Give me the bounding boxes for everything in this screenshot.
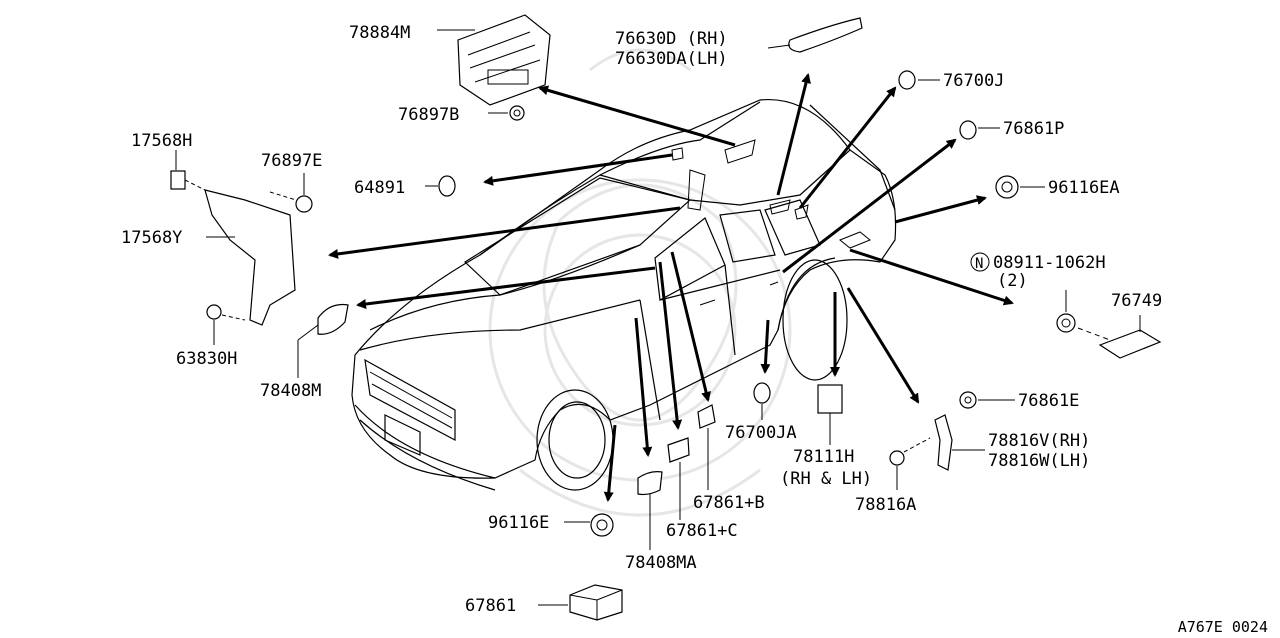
n-circle-symbol: N <box>970 252 990 272</box>
label-76749: 76749 <box>1111 291 1162 311</box>
label-78816A: 78816A <box>855 495 916 515</box>
label-78111H-note: (RH & LH) <box>780 469 872 489</box>
label-78111H: 78111H <box>793 447 854 467</box>
part-67861-block <box>569 584 623 621</box>
label-64891: 64891 <box>354 178 405 198</box>
label-76630DA: 76630DA(LH) <box>615 49 728 69</box>
label-96116E: 96116E <box>488 513 549 533</box>
part-63830H-bolt <box>206 304 246 321</box>
label-17568H: 17568H <box>131 131 192 151</box>
car-body-drawing <box>351 98 897 491</box>
part-78111H-clip <box>817 384 843 414</box>
label-67861C: 67861+C <box>666 521 738 541</box>
label-78816W: 78816W(LH) <box>988 451 1090 471</box>
part-78884M-drawing <box>457 14 551 106</box>
label-08911-prefix: N <box>975 256 983 272</box>
part-78408M-pad <box>317 303 349 335</box>
part-96116EA-nut <box>995 175 1019 199</box>
part-76700J-plug <box>898 70 916 90</box>
label-76630D: 76630D (RH) <box>615 29 728 49</box>
part-08911-nut <box>1056 313 1111 341</box>
part-78816A-screw <box>889 437 931 466</box>
part-76630D-piece <box>788 17 863 53</box>
label-78816V: 78816V(RH) <box>988 431 1090 451</box>
label-78408MA: 78408MA <box>625 553 697 573</box>
part-76749-plate <box>1098 329 1162 359</box>
part-76861E-clip <box>959 391 977 409</box>
part-76861P-plug <box>959 120 977 140</box>
part-96116E-nut <box>590 513 614 537</box>
label-78884M: 78884M <box>349 23 410 43</box>
part-76897E-clip <box>269 191 313 213</box>
label-76861E: 76861E <box>1018 391 1079 411</box>
label-76897B: 76897B <box>398 105 459 125</box>
part-67861B-pad <box>697 404 716 429</box>
label-63830H: 63830H <box>176 349 237 369</box>
part-67861C-pad <box>667 437 690 463</box>
label-leaders <box>175 29 1141 606</box>
label-76861P: 76861P <box>1003 119 1064 139</box>
label-08911-qty: (2) <box>997 271 1028 291</box>
label-78408M: 78408M <box>260 381 321 401</box>
part-76897B-clip <box>509 105 525 121</box>
part-78816V-bracket <box>934 414 953 471</box>
diagram-code: A767E 0024 <box>1177 618 1268 636</box>
label-08911: 08911-1062H <box>993 253 1106 273</box>
label-96116EA: 96116EA <box>1048 178 1120 198</box>
label-76700J: 76700J <box>943 71 1004 91</box>
label-76897E: 76897E <box>261 151 322 171</box>
part-64891-plug <box>438 175 456 197</box>
part-78408MA-pad <box>637 471 663 496</box>
label-76700JA: 76700JA <box>725 423 797 443</box>
part-17568Y-bracket <box>204 189 296 326</box>
part-17568H-bolt <box>170 170 206 191</box>
leader-arrows <box>328 73 1014 502</box>
label-17568Y: 17568Y <box>121 228 182 248</box>
part-76700JA-plug <box>753 382 771 404</box>
label-67861B: 67861+B <box>693 493 765 513</box>
label-67861: 67861 <box>465 596 516 616</box>
